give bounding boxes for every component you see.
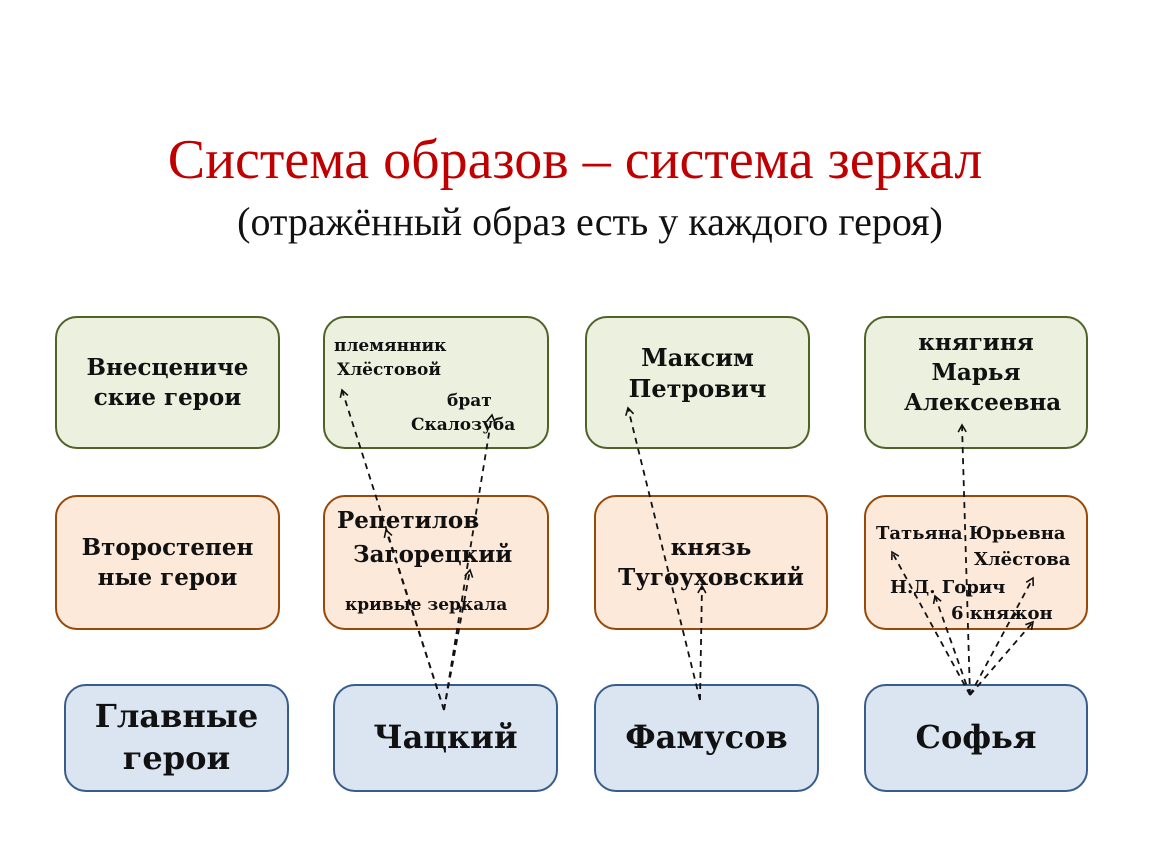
sofya-box: Софья <box>864 684 1088 792</box>
slide-title: Система образов – система зеркал <box>167 129 983 191</box>
famusov-secondary-box: князь Тугоуховский <box>594 495 828 630</box>
famusov-offstage-box: Максим Петрович <box>585 316 810 449</box>
offstage-heroes-label: Внесцениче ские герои <box>55 316 280 449</box>
brother-text: брат <box>447 391 492 411</box>
famusov-box: Фамусов <box>594 684 819 792</box>
crooked-mirrors-text: кривые зеркала <box>345 595 508 615</box>
chatsky-box: Чацкий <box>333 684 558 792</box>
sofya-offstage-box: княгиня Марья Алексеевна <box>864 316 1088 449</box>
khlestova-text: Хлёстовой <box>337 360 441 380</box>
tatyana-yurievna-text: Татьяна Юрьевна <box>876 523 1066 544</box>
nephew-text: племянник <box>334 336 447 356</box>
skalozub-text: Скалозуба <box>411 415 516 435</box>
chatsky-secondary-box: Репетилов Загорецкий кривые зеркала <box>323 495 549 630</box>
slide-subtitle: (отражённый образ есть у каждого героя) <box>237 199 943 244</box>
zagoretsky-text: Загорецкий <box>353 541 513 568</box>
nd-gorich-text: Н.Д. Горич <box>890 577 1006 598</box>
main-heroes-label: Главные герои <box>64 684 289 792</box>
khlestova-text: Хлёстова <box>974 549 1071 570</box>
secondary-heroes-label: Второстепен ные герои <box>55 495 280 630</box>
six-princesses-text: 6 княжон <box>951 603 1053 624</box>
chatsky-offstage-box: племянник Хлёстовой брат Скалозуба <box>323 316 549 449</box>
repetilov-text: Репетилов <box>337 507 480 534</box>
sofya-secondary-box: Татьяна Юрьевна Хлёстова Н.Д. Горич 6 кн… <box>864 495 1088 630</box>
